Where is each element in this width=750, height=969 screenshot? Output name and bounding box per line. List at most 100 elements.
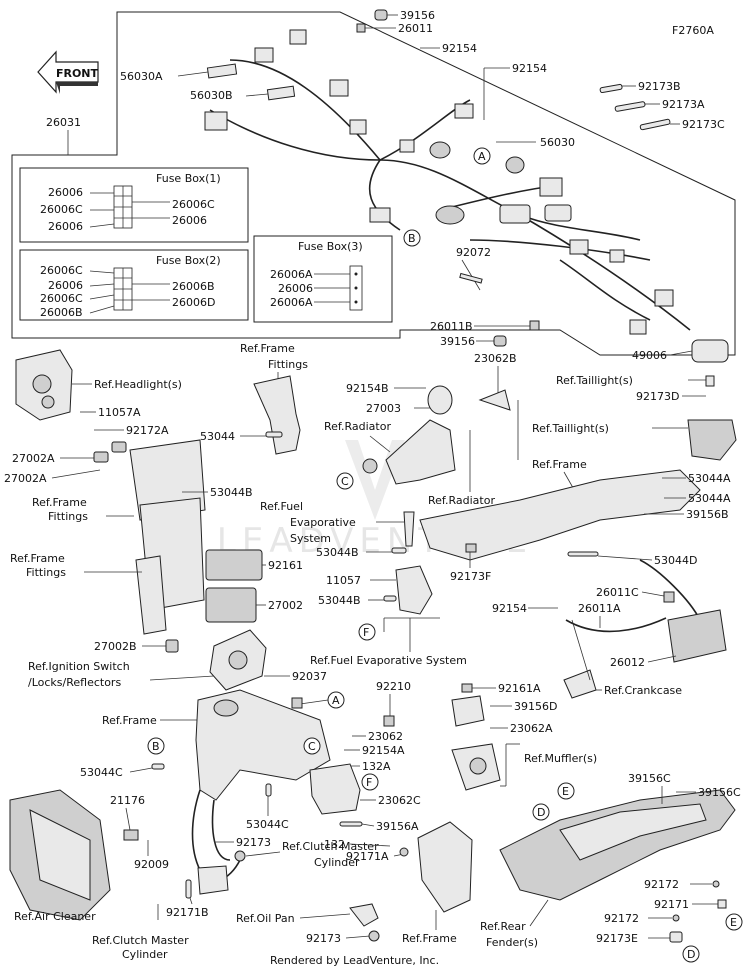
frame-fitting-bracket xyxy=(253,375,301,455)
callout-e-label-2: E xyxy=(730,916,737,929)
rear-frame xyxy=(419,469,701,561)
fuse-box-2-left-1: 26006 xyxy=(48,279,83,292)
callout-a-label: A xyxy=(478,150,486,163)
part-92172-2: 92172 xyxy=(604,912,639,925)
fuse-box-2-left-2: 26006C xyxy=(40,292,83,305)
ref-frame-fittings-2b: Fittings xyxy=(48,510,88,523)
part-26011-top: 26011 xyxy=(398,22,433,35)
part-92210: 92210 xyxy=(376,680,411,693)
callout-b-label: B xyxy=(408,232,416,245)
part-92173B: 92173B xyxy=(638,80,681,93)
callout-e-bottom xyxy=(725,913,743,931)
ref-frame-mid: Ref.Frame xyxy=(102,714,157,727)
part-132: 132 xyxy=(324,838,345,851)
fuse-box-2-right-0: 26006B xyxy=(172,280,215,293)
part-92161A: 92161A xyxy=(498,682,541,695)
part-92173C: 92173C xyxy=(682,118,725,131)
part-23062B: 23062B xyxy=(474,352,517,365)
muffler-actuator xyxy=(451,743,501,791)
ref-fuel-evap-1a: Ref.Fuel xyxy=(260,500,303,513)
callout-f-label-2: F xyxy=(366,776,372,789)
ref-clutch-1b: Cylinder xyxy=(314,856,360,869)
part-27002B: 27002B xyxy=(94,640,137,653)
part-92154A: 92154A xyxy=(362,744,405,757)
callout-c-frame xyxy=(303,737,321,755)
fuse-box-1-right-1: 26006 xyxy=(172,214,207,227)
part-92172A: 92172A xyxy=(126,424,169,437)
part-92171: 92171 xyxy=(654,898,689,911)
ref-clutch-1a: Ref.Clutch Master xyxy=(282,840,379,853)
part-26011C: 26011C xyxy=(596,586,639,599)
callout-b-label-2: B xyxy=(152,740,160,753)
part-39156C-2: 39156C xyxy=(698,786,741,799)
fuse-box-3-left-2: 26006A xyxy=(270,296,313,309)
ref-clutch-2a: Ref.Clutch Master xyxy=(92,934,189,947)
part-92173-b: 92173 xyxy=(306,932,341,945)
ref-clutch-2b: Cylinder xyxy=(122,948,168,961)
part-23062: 23062 xyxy=(368,730,403,743)
oil-pan-bracket xyxy=(349,903,379,927)
callout-a-label-2: A xyxy=(332,694,340,707)
part-56030: 56030 xyxy=(540,136,575,149)
fuse-box-3-panel xyxy=(253,235,393,323)
ref-headlight: Ref.Headlight(s) xyxy=(94,378,182,391)
fuse-box-2-right-1: 26006D xyxy=(172,296,215,309)
ref-rear-fender-a: Ref.Rear xyxy=(480,920,526,933)
part-92171A: 92171A xyxy=(346,850,389,863)
clutch-master-cylinder xyxy=(197,865,229,895)
figure-code: F2760A xyxy=(672,24,714,37)
part-92173A: 92173A xyxy=(662,98,705,111)
callout-f-label-1: F xyxy=(363,626,369,639)
ref-radiator-1: Ref.Radiator xyxy=(324,420,391,433)
part-53044B-1: 53044B xyxy=(210,486,253,499)
part-21176: 21176 xyxy=(110,794,145,807)
front-arrow: FRONT xyxy=(37,50,99,94)
part-49006: 49006 xyxy=(632,349,667,362)
part-92171B: 92171B xyxy=(166,906,209,919)
callout-c-radiator xyxy=(336,472,354,490)
ref-frame-fittings-2a: Ref.Frame xyxy=(32,496,87,509)
ref-oil-pan: Ref.Oil Pan xyxy=(236,912,295,925)
ref-fuel-evap-2: Ref.Fuel Evaporative System xyxy=(310,654,467,667)
ref-frame-fittings-top-b: Fittings xyxy=(268,358,308,371)
ignition-switch xyxy=(209,629,267,691)
part-92037: 92037 xyxy=(292,670,327,683)
ref-rear-fender-b: Fender(s) xyxy=(486,936,538,949)
part-23062C: 23062C xyxy=(378,794,421,807)
part-39156B: 39156B xyxy=(686,508,729,521)
horn xyxy=(427,385,511,415)
part-39156A: 39156A xyxy=(376,820,419,833)
part-23062A: 23062A xyxy=(510,722,553,735)
ref-ignition-1: Ref.Ignition Switch xyxy=(28,660,130,673)
ref-air-cleaner: Ref.Air Cleaner xyxy=(14,910,96,923)
part-53044B-3: 53044B xyxy=(318,594,361,607)
part-92154-b: 92154 xyxy=(512,62,547,75)
fuse-box-2-fuses xyxy=(113,267,133,311)
headlight-assembly xyxy=(15,349,73,421)
part-49006-shape xyxy=(691,339,729,363)
callout-d-bottom xyxy=(682,945,700,963)
callout-f-fuel-evap xyxy=(358,623,376,641)
ref-ignition-2: /Locks/Reflectors xyxy=(28,676,121,689)
part-39156-mid: 39156 xyxy=(440,335,475,348)
part-53044C-1: 53044C xyxy=(80,766,123,779)
part-26011A: 26011A xyxy=(578,602,621,615)
part-39156-top: 39156 xyxy=(400,9,435,22)
callout-b-frame xyxy=(147,737,165,755)
callout-d-fender xyxy=(532,803,550,821)
part-92173E: 92173E xyxy=(596,932,638,945)
main-frame xyxy=(195,689,331,801)
part-53044: 53044 xyxy=(200,430,235,443)
part-92173: 92173 xyxy=(236,836,271,849)
part-27002A-1: 27002A xyxy=(12,452,55,465)
part-92161: 92161 xyxy=(268,559,303,572)
part-92172-1: 92172 xyxy=(644,878,679,891)
callout-f-frame xyxy=(361,773,379,791)
fuse-box-2-panel xyxy=(19,249,249,321)
harness-outline xyxy=(11,11,736,356)
part-53044B-2: 53044B xyxy=(316,546,359,559)
part-56030B: 56030B xyxy=(190,89,233,102)
fuel-evap-bracket xyxy=(395,565,433,615)
ref-frame-right: Ref.Frame xyxy=(532,458,587,471)
